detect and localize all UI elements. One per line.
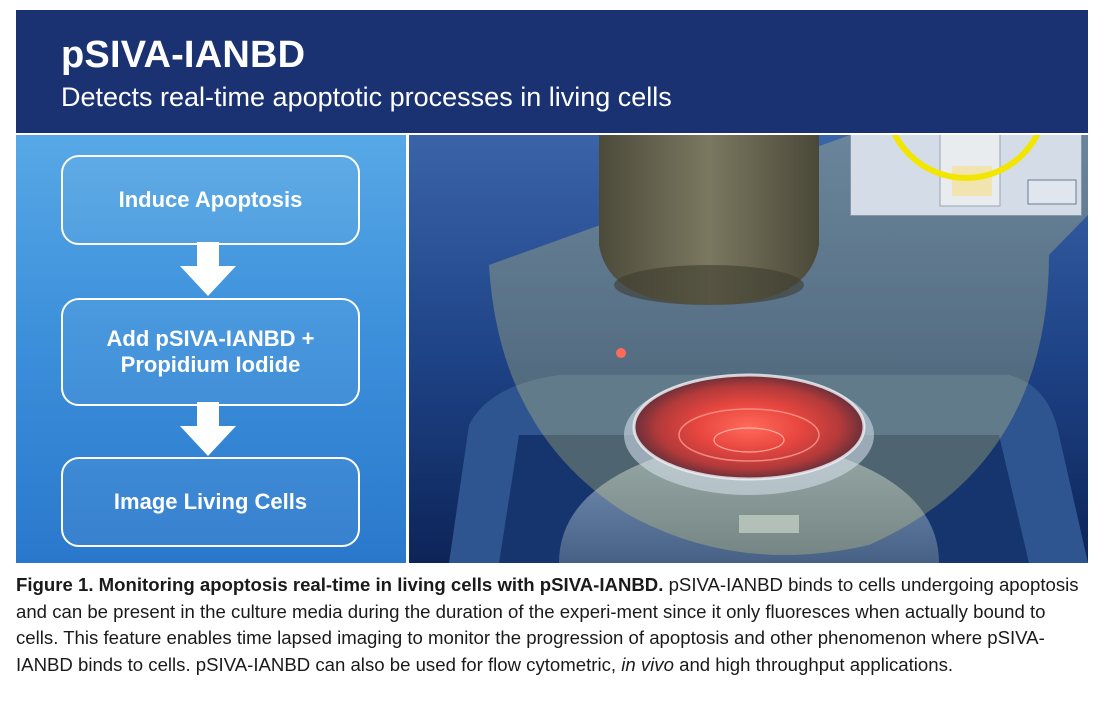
step-label: Image Living Cells [113,488,308,514]
caption-lead: Figure 1. Monitoring apoptosis real-time… [16,574,664,595]
figure-title: pSIVA-IANBD [61,34,306,76]
step-label: Induce Apoptosis [118,186,303,212]
caption-body: pSIVA-IANBD binds to cells undergoing ap… [16,574,1079,675]
figure-header: pSIVA-IANBD Detects real-time apoptotic … [16,10,1088,133]
horizontal-divider [16,132,1088,135]
down-arrow-icon [180,242,236,296]
step-add-reagents: Add pSIVA-IANBD + Propidium Iodide [61,298,360,406]
figure-subtitle: Detects real-time apoptotic processes in… [61,82,672,112]
step-induce-apoptosis: Induce Apoptosis [61,155,360,245]
down-arrow-icon [180,402,236,456]
figure-panel: pSIVA-IANBD Detects real-time apoptotic … [16,10,1088,563]
workflow-panel [16,135,406,563]
vertical-divider [406,133,409,563]
caption-body-end: and high throughput applications. [673,653,954,675]
caption-italic: in vivo [621,653,674,675]
figure-caption: Figure 1. Monitoring apoptosis real-time… [16,572,1091,678]
step-image-living-cells: Image Living Cells [61,457,360,547]
step-label: Add pSIVA-IANBD + Propidium Iodide [106,325,315,377]
